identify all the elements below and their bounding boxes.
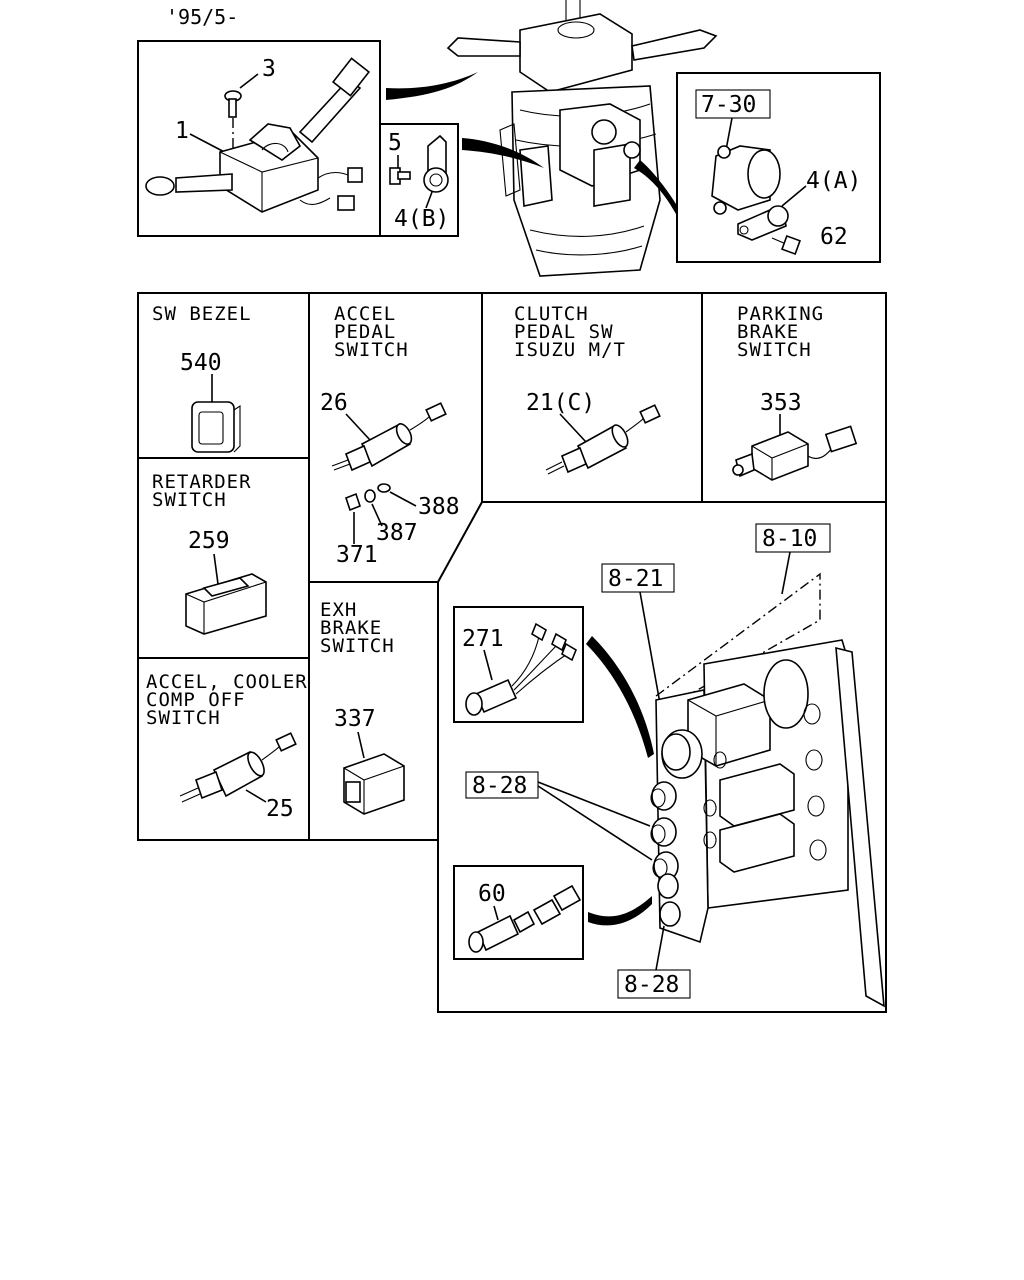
clamp-icon xyxy=(711,145,789,241)
part-number-4a: 4(A) xyxy=(806,168,861,194)
callout-arrow xyxy=(588,896,652,926)
part-number-259: 259 xyxy=(188,528,230,554)
section-title: COMP OFF xyxy=(146,689,246,711)
clamp-a-panel: 7-30 4(A) 62 xyxy=(676,72,881,263)
part-number-371: 371 xyxy=(336,542,378,568)
section-title: ISUZU M/T xyxy=(514,339,626,361)
part-number-21c: 21(C) xyxy=(526,390,595,416)
part-number-271: 271 xyxy=(462,626,504,652)
switch-icon xyxy=(545,404,661,475)
section-exh-brake-switch: EXH BRAKE SWITCH 337 xyxy=(320,599,405,815)
callout-arrow xyxy=(586,636,654,758)
bolt-icon xyxy=(389,167,411,185)
section-title: ACCEL, COOLER xyxy=(146,671,308,693)
section-accel-cooler-comp-off-switch: ACCEL, COOLER COMP OFF SWITCH 25 xyxy=(146,671,308,822)
ref-box-8-28: 8-28 xyxy=(624,972,679,998)
section-retarder-switch: RETARDER SWITCH 259 xyxy=(152,471,267,635)
ref-box-7-30: 7-30 xyxy=(701,92,756,118)
section-accel-pedal-switch: ACCEL PEDAL SWITCH 26 388 387 371 xyxy=(320,303,460,568)
section-title: SWITCH xyxy=(737,339,812,361)
switch-icon xyxy=(185,573,267,635)
harness-icon xyxy=(465,622,577,716)
relay-box-panel: 8-10 8-21 xyxy=(453,523,885,1008)
bolt-icon xyxy=(771,235,801,255)
section-parking-brake-switch: PARKING BRAKE SWITCH 353 xyxy=(732,303,858,481)
section-title: RETARDER xyxy=(152,471,252,493)
section-title: PEDAL SW xyxy=(514,321,614,343)
section-title: CLUTCH xyxy=(514,303,589,325)
part-number-388: 388 xyxy=(418,494,460,520)
washer-icon xyxy=(345,483,391,512)
part-number-353: 353 xyxy=(760,390,802,416)
part-number-540: 540 xyxy=(180,350,222,376)
relay-box-icon xyxy=(650,572,885,1008)
switch-icon xyxy=(191,401,241,453)
section-title: PEDAL xyxy=(334,321,396,343)
callout-arrow xyxy=(634,160,676,214)
part-number-387: 387 xyxy=(376,520,418,546)
switch-icon xyxy=(732,425,858,481)
harness-icon xyxy=(468,884,582,953)
column-switch-icon xyxy=(145,57,371,213)
section-clutch-pedal-sw: CLUTCH PEDAL SW ISUZU M/T 21(C) xyxy=(514,303,661,475)
part-number-5: 5 xyxy=(388,130,402,156)
part-number-26: 26 xyxy=(320,390,348,416)
section-title: PARKING xyxy=(737,303,824,325)
column-switch-panel: 3 1 xyxy=(137,40,381,237)
switch-icon xyxy=(331,402,447,472)
section-title: SWITCH xyxy=(152,489,227,511)
part-number-25: 25 xyxy=(266,796,294,822)
section-title: SWITCH xyxy=(320,635,395,657)
section-title: SW BEZEL xyxy=(152,303,252,325)
clamp-icon xyxy=(423,134,449,193)
section-sw-bezel: SW BEZEL 540 xyxy=(152,303,252,453)
part-number-3: 3 xyxy=(262,56,276,82)
part-number-62: 62 xyxy=(820,224,848,250)
ref-box-8-28: 8-28 xyxy=(472,773,527,799)
section-title: BRAKE xyxy=(737,321,799,343)
callout-arrow xyxy=(462,138,544,168)
switch-icon xyxy=(179,732,297,803)
section-title: EXH xyxy=(320,599,357,621)
part-number-4b: 4(B) xyxy=(394,206,449,232)
section-title: SWITCH xyxy=(146,707,221,729)
bolt-icon xyxy=(224,90,242,118)
ref-box-8-10: 8-10 xyxy=(762,526,817,552)
switch-grid xyxy=(137,292,887,1016)
section-title: ACCEL xyxy=(334,303,396,325)
clamp-b-panel: 5 4(B) xyxy=(379,123,459,237)
steering-column-icon xyxy=(446,0,718,277)
callout-arrow xyxy=(386,72,478,100)
date-code: '95/5- xyxy=(166,5,238,29)
section-title: SWITCH xyxy=(334,339,409,361)
ref-box-8-21: 8-21 xyxy=(608,566,663,592)
switch-icon xyxy=(343,753,405,815)
section-title: BRAKE xyxy=(320,617,382,639)
part-number-1: 1 xyxy=(175,118,189,144)
part-number-337: 337 xyxy=(334,706,376,732)
part-number-60: 60 xyxy=(478,881,506,907)
